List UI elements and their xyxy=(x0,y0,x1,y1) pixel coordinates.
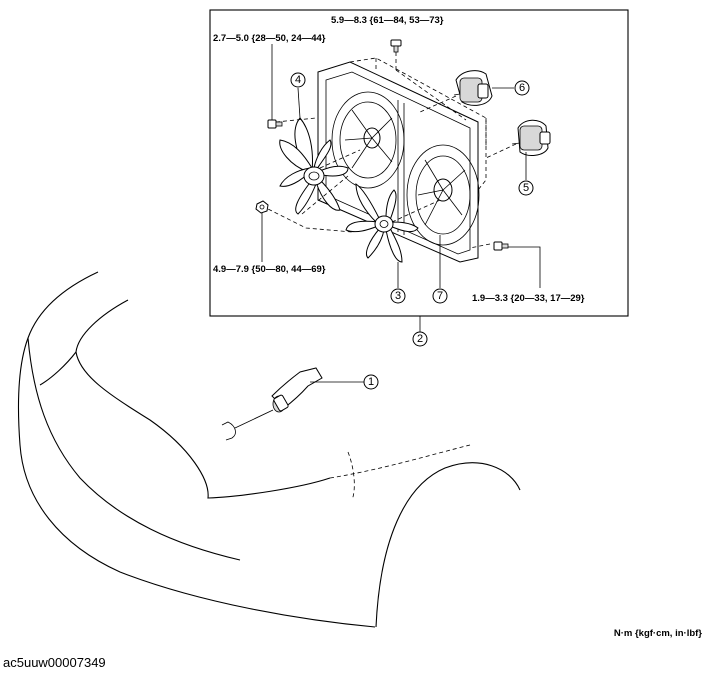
callout-4-label: 4 xyxy=(295,74,301,86)
callout-6: 6 xyxy=(514,80,530,96)
callout-1: 1 xyxy=(363,374,379,390)
fan-left xyxy=(279,117,349,215)
cooling-hose xyxy=(271,367,323,413)
callout-5-label: 5 xyxy=(523,182,529,194)
callout-4: 4 xyxy=(290,72,306,88)
detail-box xyxy=(209,9,629,317)
callout-2: 2 xyxy=(412,331,428,347)
fan-motor-upper xyxy=(453,70,493,106)
bottom-bolt xyxy=(493,241,509,251)
callout-7: 7 xyxy=(432,288,448,304)
callout-3-label: 3 xyxy=(395,290,401,302)
callout-3: 3 xyxy=(390,288,406,304)
figure-id: ac5uuw00007349 xyxy=(3,655,106,670)
callout-6-label: 6 xyxy=(519,82,525,94)
vehicle-body-outline xyxy=(17,271,521,628)
left-bolt xyxy=(267,119,283,129)
torque-label-top-bolt: 5.9—8.3 {61—84, 53—73} xyxy=(331,15,444,26)
nut xyxy=(255,200,269,214)
fan-center xyxy=(345,183,419,263)
units-legend: N·m {kgf·cm, in·lbf} xyxy=(613,628,702,639)
fan-motor-lower xyxy=(511,119,551,156)
callout-5: 5 xyxy=(518,180,534,196)
assembly-lines xyxy=(261,52,517,249)
top-bolt xyxy=(390,39,402,53)
callout-2-label: 2 xyxy=(417,333,423,345)
callout-7-label: 7 xyxy=(437,290,443,302)
torque-label-bottom-bolt: 1.9—3.3 {20—33, 17—29} xyxy=(472,293,585,304)
torque-label-nut: 4.9—7.9 {50—80, 44—69} xyxy=(213,264,326,275)
torque-label-left-bolt: 2.7—5.0 {28—50, 24—44} xyxy=(213,33,326,44)
leader-lines xyxy=(261,44,541,383)
callout-1-label: 1 xyxy=(368,376,374,388)
